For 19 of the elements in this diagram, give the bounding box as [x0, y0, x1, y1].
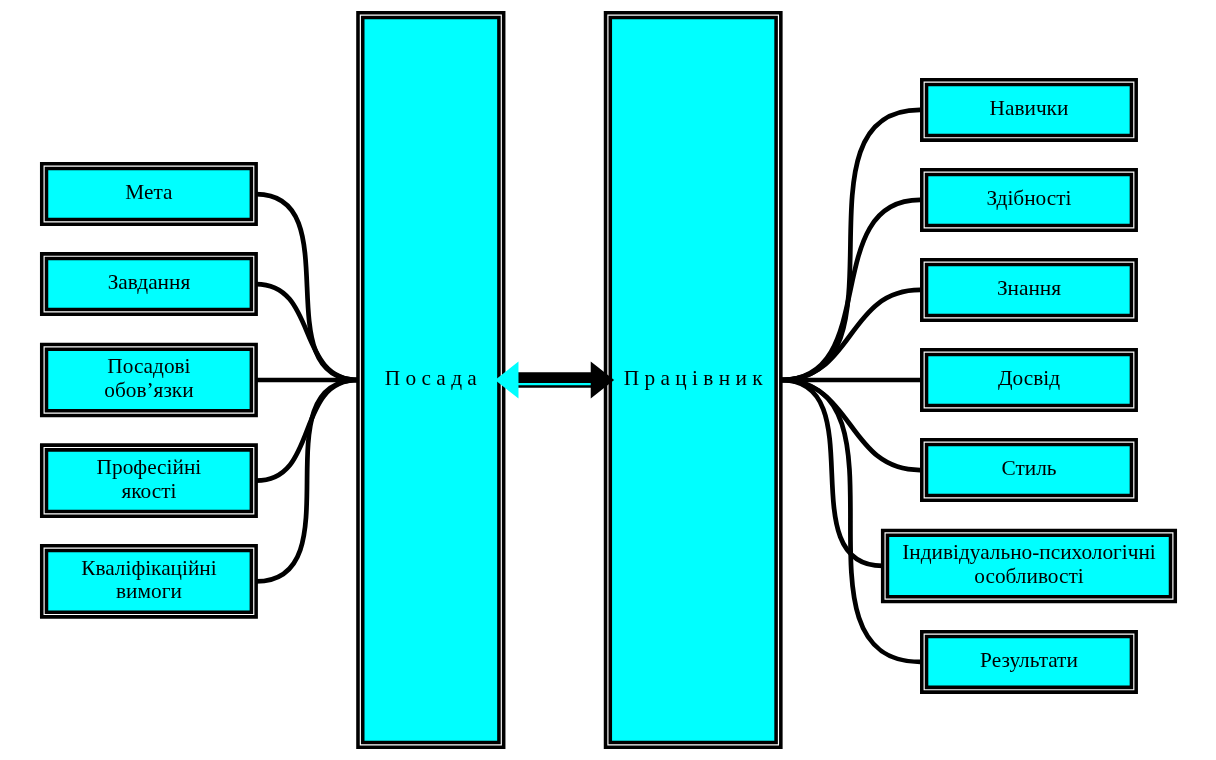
node-box: П р а ц і в н и к [603, 11, 783, 749]
node-box: Індивідуально-психологічні особливості [880, 528, 1177, 604]
connector [255, 377, 358, 584]
node-box: Професійні якості [39, 443, 258, 518]
node-box: Досвід [919, 348, 1138, 412]
node-box: Здібності [919, 168, 1138, 232]
connector [779, 377, 920, 665]
connector [255, 281, 358, 383]
node-box: П о с а д а [355, 11, 505, 749]
node-box: Посадові обов’язки [39, 342, 258, 418]
node-box: Стиль [919, 438, 1138, 502]
connector [255, 191, 358, 383]
node-box: Знання [919, 258, 1138, 322]
node-box: Кваліфікаційні вимоги [39, 544, 258, 619]
node-box: Завдання [39, 252, 258, 317]
arrow [494, 361, 614, 399]
node-box: Навички [919, 77, 1138, 142]
node-box: Мета [39, 162, 258, 226]
node-box: Результати [919, 629, 1138, 694]
